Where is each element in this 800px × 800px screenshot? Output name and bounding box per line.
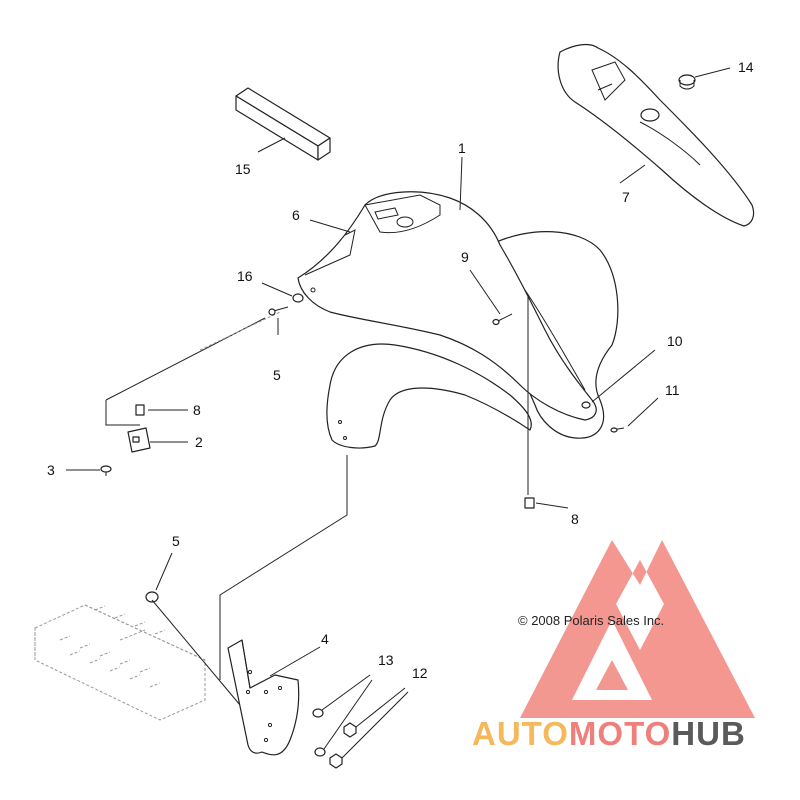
- part-4-mud-flap: [227, 639, 300, 756]
- watermark-wordmark: AUTOMOTOHUB: [472, 715, 746, 752]
- callout-1: 1: [458, 140, 466, 156]
- part-12-nuts: [329, 687, 409, 769]
- part-7-rear-fender: [557, 43, 755, 227]
- part-2-bracket: [127, 404, 151, 453]
- leader-fender-to-flap: [219, 455, 348, 680]
- callout-8-left: 8: [193, 402, 201, 418]
- part-13-washers: [312, 674, 373, 757]
- watermark-word-hub: HUB: [671, 715, 746, 752]
- callout-12: 12: [412, 665, 428, 681]
- callout-14: 14: [738, 59, 754, 75]
- watermark-word-auto: AUTO: [472, 715, 569, 752]
- callout-13: 13: [378, 652, 394, 668]
- callout-7: 7: [622, 189, 630, 205]
- part-15-foam-block: [235, 87, 331, 161]
- callout-10: 10: [667, 333, 683, 349]
- callout-15: 15: [235, 161, 251, 177]
- callout-leaders: [66, 67, 731, 677]
- part-9-screw: [492, 313, 513, 326]
- part-8-clip-right: [524, 295, 535, 509]
- part-5-bolt-lower: [145, 591, 241, 706]
- part-10-grommet: [581, 401, 591, 409]
- watermark-mark-icon: [520, 540, 755, 718]
- callout-labels: 1 2 3 4 5 5 6 7 8 8 9 10 11 12 13 14 15 …: [47, 59, 754, 681]
- callout-4: 4: [321, 631, 329, 647]
- reference-panel: [105, 311, 281, 426]
- part-1-front-fender: [297, 191, 597, 421]
- callout-2: 2: [195, 434, 203, 450]
- callout-5-lower: 5: [172, 533, 180, 549]
- part-14-plug: [678, 74, 696, 90]
- watermark-word-moto: MOTO: [569, 715, 671, 752]
- callout-11: 11: [665, 382, 680, 398]
- footrest-reference: [34, 604, 206, 721]
- callout-6: 6: [292, 207, 300, 223]
- part-3-screw: [100, 465, 112, 476]
- copyright-text: © 2008 Polaris Sales Inc.: [518, 613, 664, 628]
- callout-5-upper: 5: [273, 367, 281, 383]
- callout-9: 9: [461, 249, 469, 265]
- part-11-screw: [610, 427, 625, 433]
- callout-8-right: 8: [571, 511, 579, 527]
- callout-16: 16: [237, 268, 253, 284]
- part-5-bolt-upper: [268, 306, 289, 316]
- callout-3: 3: [47, 462, 55, 478]
- part-1-fender-left: [326, 343, 532, 449]
- part-16-washer: [292, 293, 304, 303]
